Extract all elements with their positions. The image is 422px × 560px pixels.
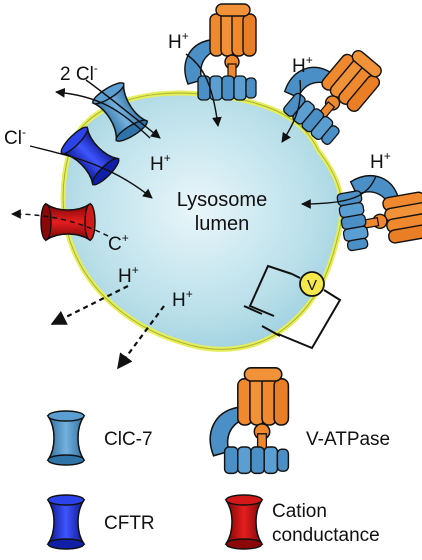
cation-channel bbox=[40, 203, 96, 241]
vatpase-top bbox=[184, 3, 257, 101]
vatpase-lower-right bbox=[333, 164, 422, 253]
h-leak-label-2: H+ bbox=[172, 287, 193, 311]
h-pump-arrow-top bbox=[185, 53, 222, 127]
h-vatp-right-label: H+ bbox=[292, 53, 313, 77]
cl-efflux-arrow bbox=[55, 87, 151, 139]
voltmeter-symbol: V bbox=[307, 277, 317, 294]
legend-cation-icon bbox=[225, 494, 263, 550]
legend-vatpase-icon bbox=[209, 367, 290, 475]
legend-cftr-icon bbox=[47, 494, 85, 550]
h-pump-arrow-right bbox=[281, 79, 302, 143]
h-influx-arrow bbox=[85, 79, 161, 139]
legend-cftr-label: CFTR bbox=[104, 513, 155, 534]
cl-influx-arrow bbox=[29, 145, 153, 199]
cation-efflux-arrow bbox=[11, 209, 109, 237]
h-pump-arrow-lower bbox=[301, 175, 377, 209]
legend-vatpase-label: V-ATPase bbox=[306, 429, 390, 450]
h-vatp-top-label: H+ bbox=[168, 29, 189, 53]
h-leak-arrow-2 bbox=[117, 305, 165, 370]
legend-cation-label-line1: Cation bbox=[272, 501, 327, 522]
voltmeter-circuit bbox=[243, 264, 342, 350]
legend-cation-label-line2: conductance bbox=[272, 525, 380, 546]
h-clc-label: H+ bbox=[150, 151, 171, 175]
h-vatp-lower-label: H+ bbox=[370, 149, 391, 173]
two-cl-label: 2 Cl- bbox=[60, 61, 98, 85]
cl-cftr-label: Cl- bbox=[4, 125, 26, 149]
c-cation-label: C+ bbox=[108, 231, 129, 255]
legend-clc7-icon bbox=[47, 410, 85, 466]
lumen-label-line2: lumen bbox=[195, 213, 249, 235]
h-leak-label-1: H+ bbox=[118, 263, 139, 287]
voltmeter bbox=[299, 271, 325, 297]
legend-clc7-label: ClC-7 bbox=[104, 429, 153, 450]
lumen-label-line1: Lysosome bbox=[177, 189, 267, 211]
